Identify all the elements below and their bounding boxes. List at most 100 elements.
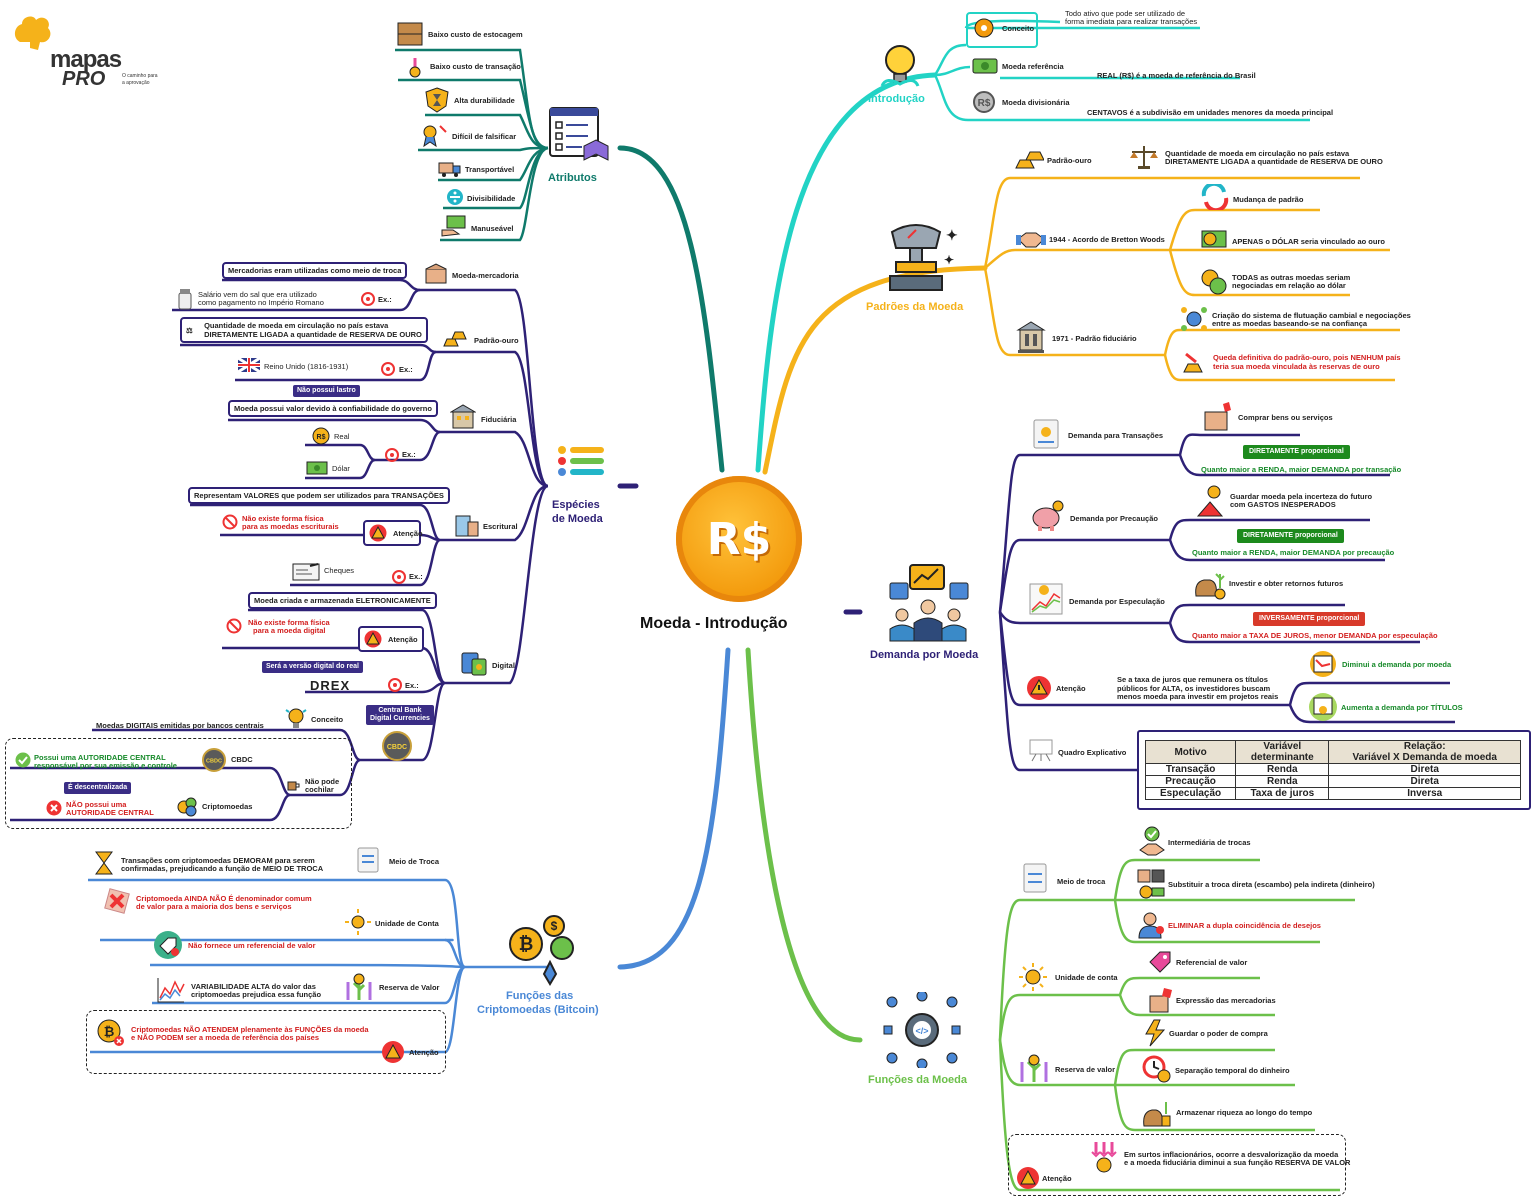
lightbulb-head-icon	[876, 40, 924, 88]
label-atributos: Atributos	[548, 172, 597, 184]
piggy-bank-icon	[1030, 500, 1064, 532]
cripto-meio-desc-2: confirmadas, prejudicando a função de ME…	[121, 864, 324, 873]
tag-descentralizada: É descentralizada	[64, 782, 132, 794]
cheques-label: Cheques	[324, 566, 355, 575]
atributo-4: Difícil de falsificar	[452, 132, 517, 141]
escritural-label: Escritural	[483, 522, 518, 531]
chart-coin-icon	[1028, 582, 1064, 616]
intro-moeda-div-desc: CENTAVOS é a subdivisão em unidades meno…	[1087, 108, 1334, 117]
atencao-label: Atenção	[393, 529, 423, 538]
cripto-sem-autoridade-2: AUTORIDADE CENTRAL	[66, 808, 154, 817]
flutuacao-1: Criação do sistema de flutuação cambial …	[1212, 311, 1411, 320]
cripto-unidade-desc-1: Criptomoeda AINDA NÃO É denominador comu…	[136, 894, 312, 903]
lightning-coin-icon	[1142, 1018, 1170, 1048]
logo-tagline-1: O caminho para	[122, 73, 158, 79]
target-icon	[388, 678, 402, 692]
cripto-reserva-desc-2: criptomoedas prejudica essa função	[191, 990, 322, 999]
cheque-icon	[292, 562, 320, 582]
warning-icon	[364, 630, 382, 650]
cbdc-cripto-box	[5, 738, 352, 829]
padrao-fiduciario-label: 1971 - Padrão fiduciário	[1052, 334, 1137, 343]
nao-fisica-digital-1: Não existe forma física	[248, 618, 330, 627]
esp-padrao-ouro-desc-1: Quantidade de moeda em circulação no paí…	[204, 321, 389, 330]
ex-label: Ex.:	[402, 450, 416, 459]
svg-text:₿: ₿	[519, 934, 534, 954]
separacao-temporal: Separação temporal do dinheiro	[1175, 1066, 1290, 1075]
intro-moeda-ref: Moeda referência	[1002, 62, 1064, 71]
barter-icon	[1136, 868, 1166, 900]
coin-warning-icon	[1196, 484, 1224, 518]
gold-bars-icon	[442, 328, 468, 348]
label-cripto-2: Criptomoedas (Bitcoin)	[477, 1004, 599, 1016]
balance-scale-icon: ⚖	[186, 325, 193, 335]
down-coin-icon	[405, 56, 425, 78]
digital-desc: Moeda criada e armazenada ELETRONICAMENT…	[248, 592, 437, 609]
crypto-coins-icon	[176, 795, 198, 817]
check-circle-icon	[15, 752, 31, 768]
coin-sun-icon	[344, 908, 372, 936]
flutuacao-2: entre as moedas baseando-se na confiança	[1212, 319, 1368, 328]
center-title: Moeda - Introdução	[640, 615, 788, 632]
document-icon	[356, 846, 380, 874]
dollar-bill-icon	[306, 461, 328, 475]
mercadoria-desc: Mercadorias eram utilizadas como meio de…	[222, 262, 408, 279]
target-icon	[361, 292, 375, 306]
uk-flag-icon	[238, 358, 260, 372]
reino-unido: Reino Unido (1816-1931)	[264, 362, 349, 371]
checklist-window-icon	[548, 106, 610, 162]
cryptocurrency-icon: ₿$	[506, 914, 580, 986]
criptomoedas-label: Criptomoedas	[202, 802, 253, 811]
bitcoin-warning-icon: ₿	[96, 1018, 126, 1048]
escritural-atencao-box: Atenção	[363, 520, 423, 546]
warning-icon	[381, 1040, 405, 1064]
x-circle-icon	[46, 800, 62, 816]
digital-devices-icon	[460, 651, 488, 677]
shelves-icon	[397, 22, 423, 46]
mudanca-padrao: Mudança de padrão	[1233, 195, 1304, 204]
bank-icon	[450, 404, 476, 432]
price-tag-off-icon	[153, 930, 183, 960]
delivery-truck-icon	[438, 160, 462, 178]
money-bag-plant-icon	[1192, 568, 1226, 600]
list-icon	[556, 444, 606, 484]
svg-text:CBDC: CBDC	[206, 759, 222, 765]
demanda-precaucao: Demanda por Precaução	[1070, 514, 1158, 523]
tag-diretamente-2: DIRETAMENTE proporcional	[1237, 529, 1344, 543]
sal-desc-1: Salário vem do sal que era utilizado	[198, 290, 317, 299]
substituir-troca: Substituir a troca direta (escambo) pela…	[1168, 880, 1375, 889]
warning-icon	[1016, 1166, 1040, 1190]
cripto-atencao-desc-2: e NÃO PODEM ser a moeda de referência do…	[131, 1033, 319, 1042]
cripto-sem-autoridade-1: NÃO possui uma	[66, 800, 127, 809]
falling-chart-icon	[1308, 650, 1338, 678]
renda-precaucao: Quanto maior a RENDA, maior DEMANDA por …	[1192, 548, 1395, 557]
funcoes-atencao-desc-2: e a moeda fiduciária diminui a sua funçã…	[1124, 1158, 1351, 1167]
silver-coin-icon: R$	[972, 90, 996, 114]
balance-scale-icon	[1130, 144, 1158, 170]
eliminar-coincidencia: ELIMINAR a dupla coincidência de desejos	[1168, 921, 1321, 930]
salt-shaker-icon	[176, 287, 194, 311]
guardar-poder-compra: Guardar o poder de compra	[1169, 1029, 1268, 1038]
demanda-transacoes: Demanda para Transações	[1068, 431, 1164, 440]
cbdc-autoridade-1: Possui uma AUTORIDADE CENTRAL	[34, 753, 166, 762]
svg-text:CBDC: CBDC	[387, 744, 407, 751]
document-exchange-icon	[1020, 862, 1050, 894]
label-introducao: Introdução	[868, 93, 925, 105]
drex-logo: DREX	[310, 678, 351, 693]
svg-text:₿: ₿	[104, 1024, 115, 1039]
atributo-6: Divisibilidade	[467, 194, 516, 203]
svg-text:</>: </>	[915, 1026, 928, 1036]
inflation-coin-icon	[1090, 1140, 1118, 1174]
logo-tagline-2: a aprovação	[122, 80, 150, 86]
expressao-mercadorias: Expressão das mercadorias	[1176, 996, 1276, 1005]
bank-building-icon	[1016, 320, 1046, 354]
nao-pode-cochilar-1: Não pode	[305, 777, 340, 786]
no-sign-icon	[226, 618, 242, 634]
outras-moedas-1: TODAS as outras moedas seriam	[1232, 273, 1351, 282]
outras-moedas-2: negociadas em relação ao dólar	[1232, 281, 1346, 290]
renda-transacao: Quanto maior a RENDA, maior DEMANDA por …	[1201, 465, 1402, 474]
intro-conceito-box	[966, 12, 1038, 48]
person-icon	[1136, 910, 1166, 940]
